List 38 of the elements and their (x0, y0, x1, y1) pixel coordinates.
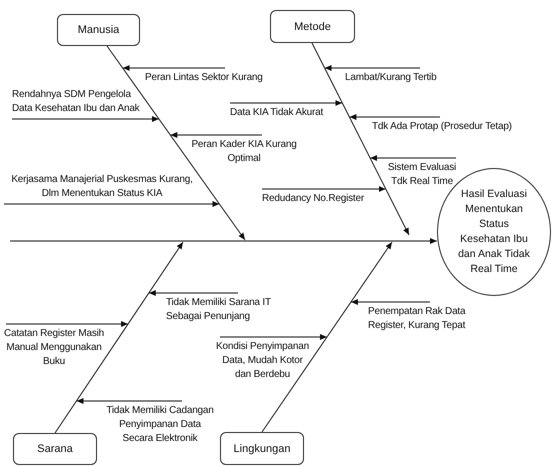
cause-label: Sistem Evaluasi Tdk Real Time (386, 158, 458, 189)
arrow (350, 299, 430, 305)
arrow (76, 398, 182, 404)
cause-label: Redudancy No.Register (262, 189, 365, 206)
arrow (262, 186, 386, 192)
arrow (324, 65, 420, 71)
arrow (148, 290, 238, 296)
category-box: Lingkungan (220, 432, 304, 465)
cause-label: Lambat/Kurang Tertib (345, 68, 455, 85)
arrow (4, 201, 220, 207)
arrow (230, 100, 343, 106)
arrow (54, 242, 184, 434)
arrow (10, 238, 438, 244)
cause-label: Rendahnya SDM Pengelola Data Kesehatan Ibu dan Anak (12, 88, 140, 119)
effect-text: Hasil Evaluasi Menentukan Status Kesehatan Ibu dan Anak Tidak Real Time (457, 187, 531, 277)
cause-label: Kondisi Penyimpanan Data, Mudah Kotor dan Berdebu (215, 337, 310, 382)
category-box: Sarana (13, 433, 97, 465)
cause-label: Peran Lintas Sektor Kurang (145, 68, 280, 85)
cause-label: Catatan Register Masih Manual Menggunakan Buku (3, 324, 105, 369)
cause-label: Data KIA Tidak Akurat (230, 103, 326, 120)
arrow (106, 46, 246, 240)
arrow (122, 65, 226, 71)
cause-label: Penempatan Rak Data Register, Kurang Tepat (368, 302, 478, 333)
cause-label: Peran Kader KIA Kurang Optimal (188, 135, 300, 166)
cause-label: Tdk Ada Protap (Prosedur Tetap) (372, 117, 522, 134)
cause-label: Kerjasama Manajerial Puskesmas Kurang, Dlm Menentukan Status KIA (4, 173, 200, 204)
arrow (170, 132, 262, 138)
cause-label: Tidak Memiliki Sarana IT Sebagai Penunjang (166, 293, 286, 324)
arrow (262, 242, 392, 432)
cause-label: Tidak Memiliki Cadangan Penyimpanan Data Secara Elektronik (104, 401, 216, 446)
arrow (370, 155, 456, 161)
arrow (312, 42, 410, 236)
category-box: Manusia (57, 14, 140, 46)
arrow (220, 334, 328, 340)
arrow (12, 116, 160, 122)
arrow (6, 321, 129, 327)
category-box: Metode (270, 10, 355, 43)
arrow (348, 114, 440, 120)
